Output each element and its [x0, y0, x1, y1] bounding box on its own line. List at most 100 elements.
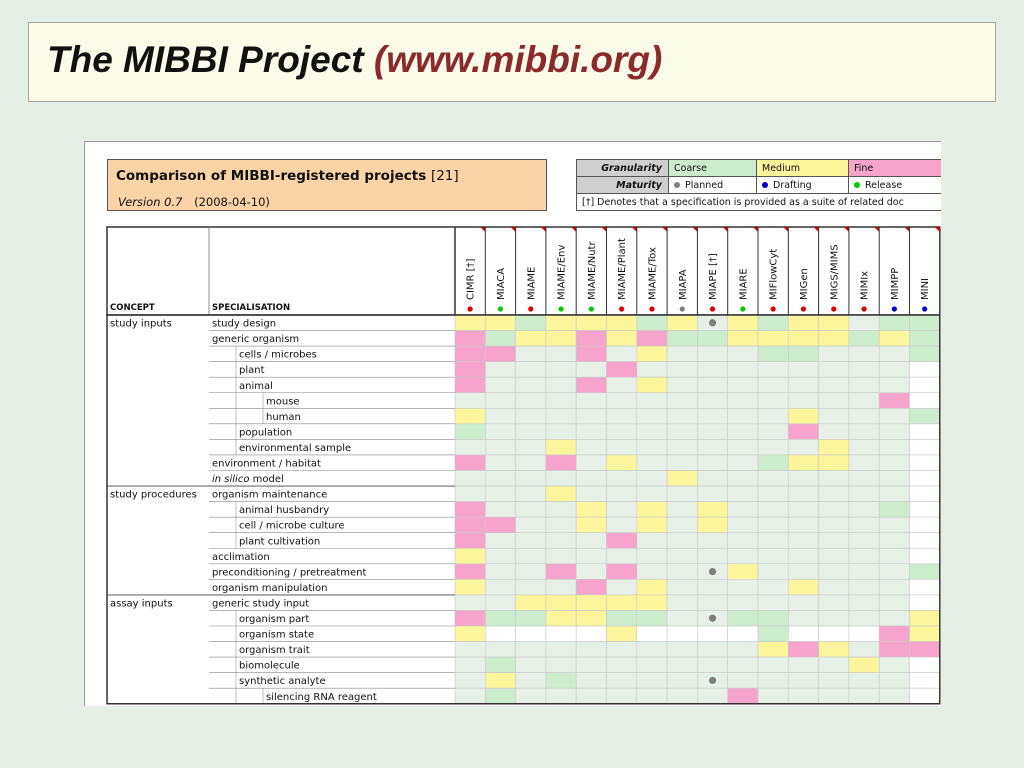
title-url[interactable]: (www.mibbi.org): [373, 39, 663, 80]
grid-cell: [818, 454, 850, 471]
grid-cell: [757, 672, 789, 689]
grid-cell: [515, 330, 547, 347]
grid-cell: [727, 641, 759, 658]
grid-cell: [606, 563, 638, 580]
grid-cell: [606, 594, 638, 611]
grid-cell: [666, 563, 698, 580]
grid-cell: [484, 501, 516, 518]
row-label-bg: [107, 626, 455, 642]
grid-cell: [909, 470, 941, 487]
grid-cell: [666, 547, 698, 565]
comment-marker-icon: [813, 227, 819, 232]
grid-cell: [636, 594, 668, 611]
grid-cell: [697, 407, 729, 425]
grid-cell: [606, 656, 638, 673]
comment-marker-icon: [540, 227, 546, 232]
grid-cell: [818, 563, 850, 580]
row-label-bg: [107, 439, 455, 455]
grid-cell: [878, 610, 910, 627]
legend-drafting-label: Drafting: [773, 180, 812, 191]
grid-cell: [787, 345, 819, 362]
concept-label: study inputs: [110, 319, 172, 330]
grid-cell: [787, 454, 819, 471]
grid-cell: [666, 687, 698, 705]
grid-cell: [515, 485, 547, 502]
row-label-bg: [107, 392, 455, 409]
grid-cell: [515, 687, 547, 705]
grid-cell: [818, 687, 850, 705]
grid-cell: [727, 547, 759, 565]
grid-cell: [727, 579, 759, 596]
grid-cell: [757, 656, 789, 673]
row-label-bg: [107, 315, 455, 331]
grid-cell: [818, 516, 850, 533]
grid-cell: [909, 672, 941, 689]
grid-cell: [727, 687, 759, 705]
grid-cell: [697, 579, 729, 596]
grid-cell: [878, 376, 910, 394]
release-dot-icon: [854, 182, 860, 188]
grid-cell: [727, 361, 759, 378]
status-dot-icon: [709, 306, 716, 312]
grid-cell: [848, 563, 880, 580]
grid-cell: [727, 314, 759, 331]
comparison-header: Comparison of MIBBI-registered projects …: [107, 159, 547, 211]
column-header-15: MINI: [920, 278, 931, 300]
grid-cell: [757, 407, 789, 425]
grid-cell: [606, 516, 638, 533]
grid-cell: [575, 625, 607, 642]
grid-cell: [909, 532, 941, 549]
grid-cell: [909, 439, 941, 456]
grid-cell: [606, 547, 638, 565]
legend-coarse: Coarse: [669, 160, 757, 177]
legend-drafting: Drafting: [757, 177, 849, 194]
grid-cell: [878, 361, 910, 378]
page-title: The MIBBI Project (www.mibbi.org): [47, 39, 662, 81]
grid-cell: [878, 516, 910, 533]
grid-cell: [454, 439, 486, 456]
grid-cell: [909, 579, 941, 596]
grid-cell: [606, 470, 638, 487]
comment-marker-icon: [601, 227, 607, 232]
row-label: environment / habitat: [212, 459, 321, 470]
column-header-5: MIAME/Plant: [617, 238, 628, 300]
header-area: [106, 226, 941, 316]
grid-cell: [909, 687, 941, 705]
comment-marker-icon: [510, 227, 516, 232]
grid-cell: [515, 579, 547, 596]
grid-cell: [666, 501, 698, 518]
grid-cell: [757, 625, 789, 642]
grid-cell: [454, 345, 486, 362]
row-label: synthetic analyte: [239, 676, 326, 687]
grid-cell: [575, 330, 607, 347]
comparison-version: Version 0.7 (2008-04-10): [118, 195, 270, 209]
grid-cell: [666, 454, 698, 471]
grid-cell: [454, 563, 486, 580]
grid-cell: [606, 672, 638, 689]
status-dot-icon: [497, 306, 504, 312]
grid-cell: [757, 516, 789, 533]
grid-cell: [575, 547, 607, 565]
grid-cell: [909, 594, 941, 611]
grid-cell: [515, 454, 547, 471]
grid-cell: [697, 687, 729, 705]
title-box: The MIBBI Project (www.mibbi.org): [28, 22, 996, 102]
row-label: generic organism: [212, 334, 299, 345]
column-header-12: MIGS/MIMS: [829, 244, 840, 300]
grid-cell: [787, 376, 819, 394]
grid-cell: [848, 485, 880, 502]
grid-cell: [454, 376, 486, 394]
grid-cell: [909, 376, 941, 394]
grid-cell: [909, 516, 941, 533]
grid-cell: [787, 314, 819, 331]
grid-cell: [757, 610, 789, 627]
legend: Granularity Maturity Coarse Medium Fine …: [576, 159, 941, 211]
grid-cell: [909, 625, 941, 642]
grid-cell: [515, 641, 547, 658]
grid-cell: [575, 501, 607, 518]
grid-cell: [787, 501, 819, 518]
comment-marker-icon: [571, 227, 577, 232]
grid-cell: [848, 610, 880, 627]
grid-cell: [666, 470, 698, 487]
grid-cell: [757, 594, 789, 611]
